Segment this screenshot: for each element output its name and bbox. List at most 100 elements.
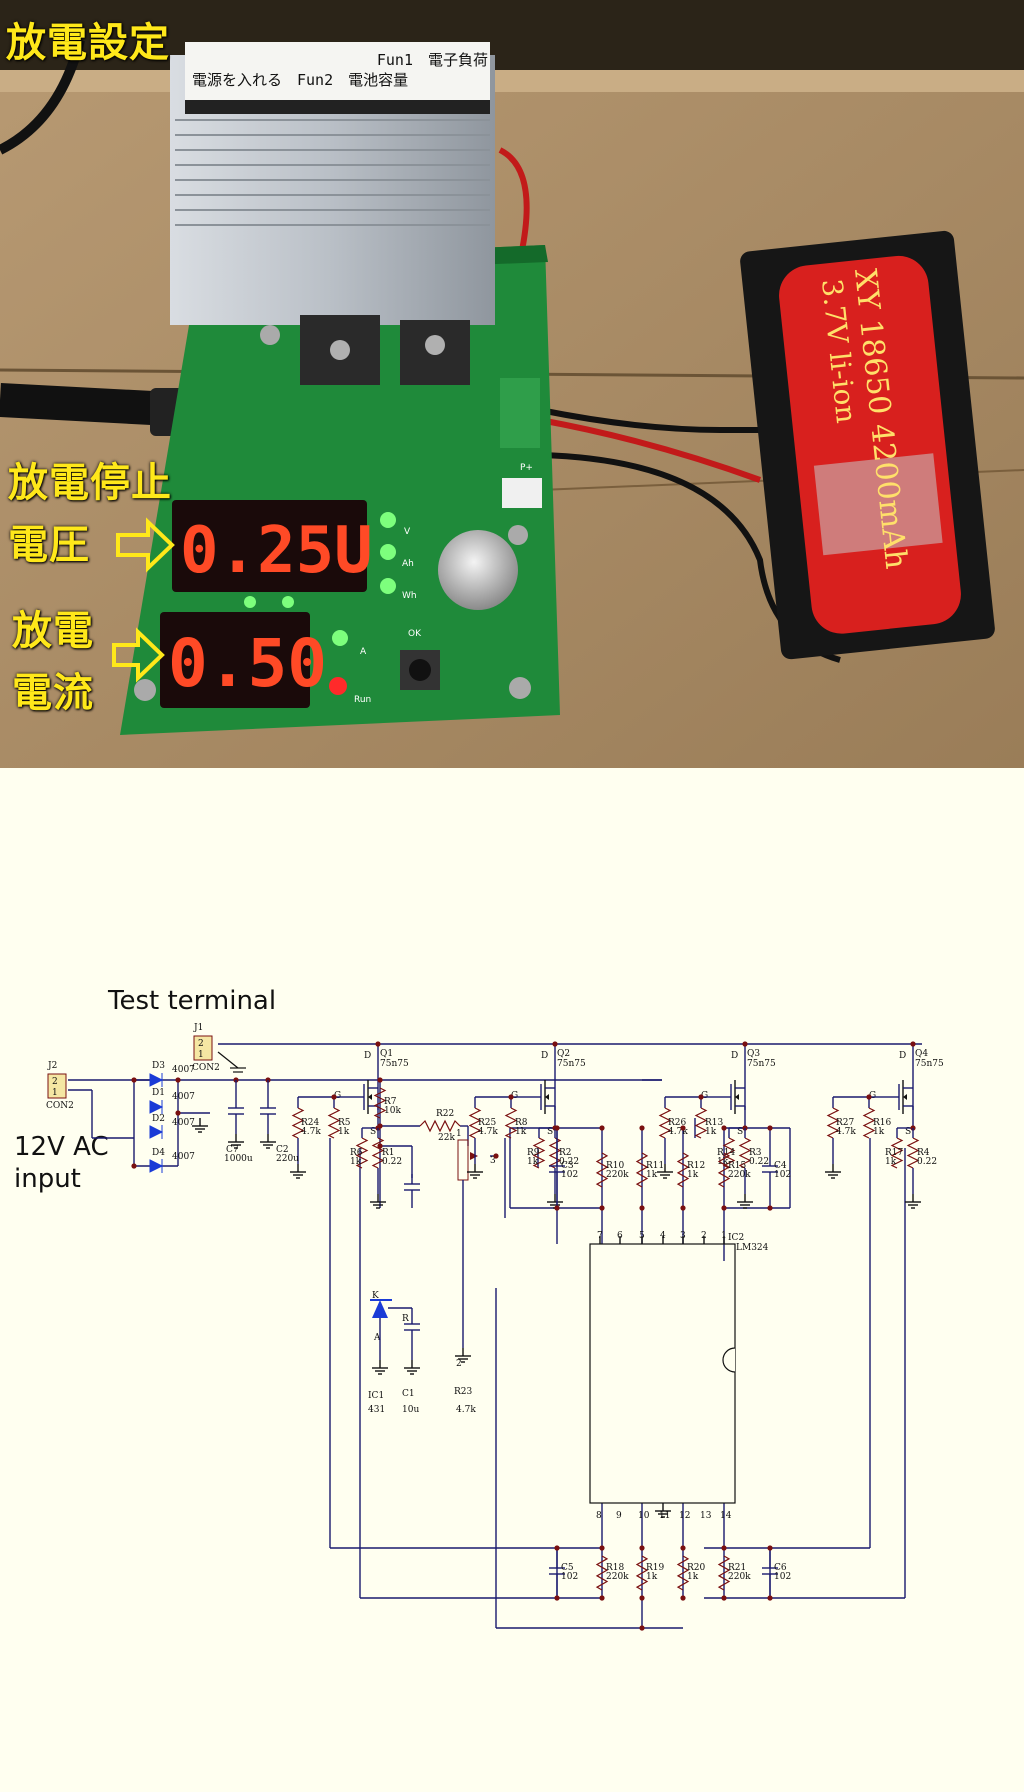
junction [554, 1205, 560, 1211]
junction [639, 1125, 645, 1131]
sticker-line-1: Fun1 電子負荷 [376, 51, 488, 69]
j2-type: CON2 [46, 1101, 74, 1111]
junction [508, 1094, 514, 1100]
display-top-bezel [172, 500, 367, 592]
j2-pin2: 2 [52, 1077, 58, 1087]
label-current-2: 電流 [12, 670, 94, 716]
j1-pin1: 1 [198, 1050, 204, 1060]
junction [680, 1545, 686, 1551]
q1-part: 75n75 [380, 1059, 409, 1069]
pot-pin-2: 2 [456, 1359, 462, 1369]
junction [554, 1595, 560, 1601]
q2-s: S [547, 1127, 553, 1137]
junction [680, 1595, 686, 1601]
label-discharge-setting: 放電設定 [6, 20, 170, 66]
src-res-b-ref-1: R1 [382, 1148, 395, 1158]
display-bottom-bezel [160, 612, 310, 708]
src-res-b-3 [738, 1137, 752, 1169]
q2-ref: Q2 [557, 1049, 570, 1059]
led-ah [380, 544, 396, 560]
junction [866, 1094, 872, 1100]
rotary-knob [438, 530, 518, 610]
src-res-b-ref-4: R4 [917, 1148, 930, 1158]
fb-top-res-5 [717, 1152, 731, 1188]
q4-part: 75n75 [915, 1059, 944, 1069]
junction [721, 1595, 727, 1601]
gate-res-a-val-1: 4.7k [301, 1127, 321, 1137]
fb-bot-val-5: 220k [728, 1572, 751, 1582]
r23-ref: R23 [454, 1387, 473, 1397]
src-res-a-ref-1: R6 [350, 1148, 363, 1158]
c2-val: 220u [276, 1154, 299, 1164]
product-photo: 0.25U 0.50 V Ah Wh A Run OK P+ XY 18650 … [0, 0, 1024, 768]
fb-bot-val-1: 102 [561, 1572, 578, 1582]
q1-d: D [364, 1051, 371, 1061]
junction [767, 1595, 773, 1601]
opamp-part: LM324 [736, 1243, 769, 1253]
connector-white [502, 478, 542, 508]
ok-label: OK [408, 629, 422, 639]
junction [639, 1205, 645, 1211]
src-res-a-ref-4: R17 [885, 1148, 904, 1158]
junction [910, 1041, 916, 1047]
r7-val: 10k [384, 1106, 401, 1116]
diode-part-1: 4007 [172, 1065, 195, 1075]
src-res-b-ref-3: R3 [749, 1148, 762, 1158]
sticker-line-2: 電源を入れる Fun2 電池容量 [192, 71, 409, 89]
gate-res-a-3 [658, 1107, 672, 1139]
junction [698, 1094, 704, 1100]
c1-val: 10u [402, 1405, 419, 1415]
ic1-k: K [372, 1291, 379, 1301]
sticker-text: Fun1 電子負荷 電源を入れる Fun2 電池容量 [192, 50, 488, 90]
gate-res-a-ref-1: R24 [301, 1118, 320, 1128]
q1-s: S [370, 1127, 376, 1137]
junction [680, 1125, 686, 1131]
src-res-b-4 [906, 1137, 920, 1169]
src-res-b-ref-2: R2 [559, 1148, 572, 1158]
fb-bot-ref-1: C5 [561, 1563, 574, 1573]
src-res-b-1 [371, 1137, 385, 1169]
j1-pin2: 2 [198, 1039, 204, 1049]
ac-input-label-1: 12V AC [14, 1132, 109, 1162]
src-res-a-val-4: 1k [885, 1157, 897, 1167]
ind-label-run: Run [354, 695, 371, 705]
q3-d: D [731, 1051, 738, 1061]
j2-pin1: 1 [52, 1088, 58, 1098]
junction [680, 1205, 686, 1211]
src-res-a-1 [355, 1137, 369, 1169]
src-res-a-val-2: 1k [527, 1157, 539, 1167]
opamp-pin-bot-11: 11 [659, 1511, 670, 1521]
diode-part-3: 4007 [172, 1118, 195, 1128]
fb-top-val-6: 102 [774, 1170, 791, 1180]
junction [377, 1143, 383, 1149]
fb-bot-ref-2: R18 [606, 1563, 625, 1573]
diode-ref-1: D3 [152, 1061, 165, 1071]
ind-label-wh: Wh [402, 591, 417, 601]
pot-pin-3: 3 [490, 1156, 496, 1166]
src-res-a-2 [532, 1137, 546, 1169]
junction [599, 1595, 605, 1601]
src-res-b-val-1: 0.22 [382, 1157, 402, 1167]
photo-illustration: 0.25U 0.50 V Ah Wh A Run OK P+ XY 18650 … [0, 0, 1024, 768]
q3-part: 75n75 [747, 1059, 776, 1069]
gate-res-b-ref-3: R13 [705, 1118, 724, 1128]
opamp-pin-bot-10: 10 [638, 1511, 650, 1521]
j1-ref: J1 [193, 1023, 203, 1033]
r23-val: 4.7k [456, 1405, 476, 1415]
connector-j2 [47, 1073, 67, 1099]
gate-res-b-2 [504, 1107, 518, 1139]
opamp-pin-bot-8: 8 [596, 1511, 602, 1521]
fb-bot-val-6: 102 [774, 1572, 791, 1582]
fb-top-ref-2: R10 [606, 1161, 625, 1171]
fb-top-ref-3: R11 [646, 1161, 664, 1171]
ic1-ref: IC1 [368, 1391, 384, 1401]
junction [721, 1545, 727, 1551]
fb-top-val-1: 102 [561, 1170, 578, 1180]
fb-bot-val-3: 1k [646, 1572, 658, 1582]
junction [639, 1625, 645, 1631]
ac-input-label-2: input [14, 1164, 81, 1194]
diode-ref-4: D4 [152, 1148, 165, 1158]
gate-res-b-val-2: 1k [515, 1127, 527, 1137]
fb-top-val-5: 220k [728, 1170, 751, 1180]
junction [131, 1163, 137, 1169]
